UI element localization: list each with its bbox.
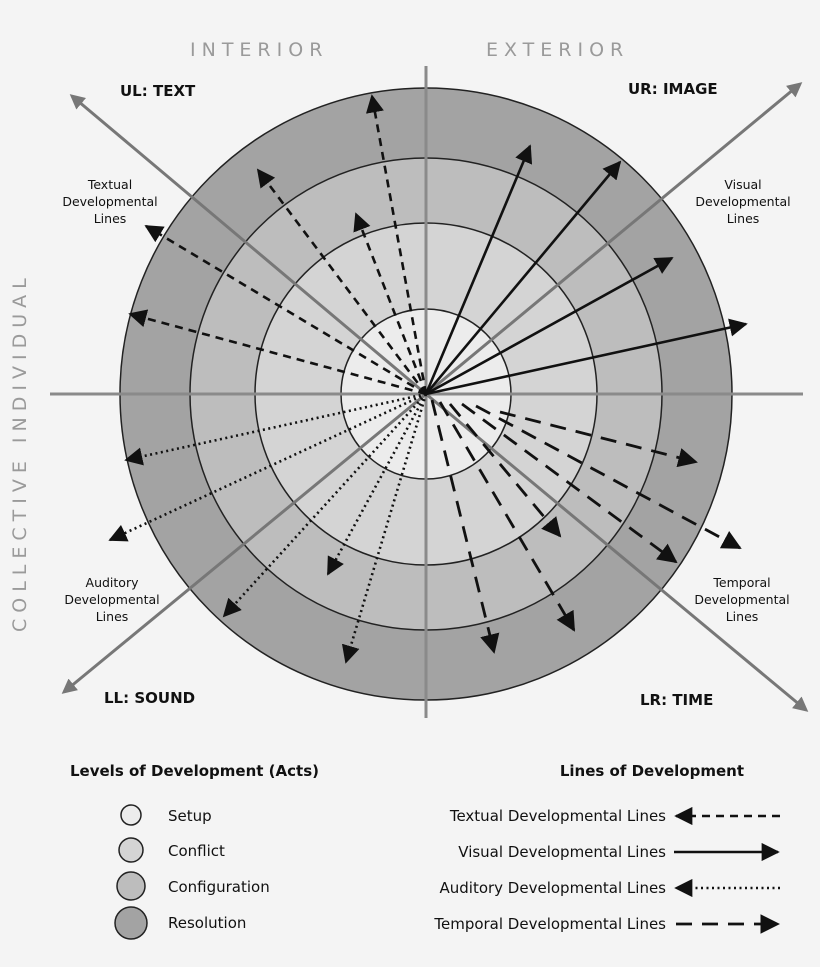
legend-configuration-swatch: [116, 871, 146, 901]
svg-text:Lines: Lines: [726, 609, 759, 624]
diagonal-lr: [425, 392, 809, 712]
quadrant-lr-label: LR: TIME: [640, 691, 713, 709]
svg-text:Temporal: Temporal: [712, 575, 770, 590]
levels-legend-title: Levels of Development (Acts): [70, 762, 319, 780]
temporal-lines-label: Temporal Developmental Lines: [694, 575, 789, 624]
auditory-lines: [108, 392, 428, 664]
legend-resolution-swatch: [114, 906, 148, 940]
legend-textual-label: Textual Developmental Lines: [449, 807, 666, 825]
exterior-label: EXTERIOR: [486, 39, 629, 61]
svg-text:Lines: Lines: [727, 211, 760, 226]
legend-configuration-label: Configuration: [168, 878, 270, 896]
legend-conflict-label: Conflict: [168, 842, 225, 860]
svg-text:Lines: Lines: [94, 211, 127, 226]
svg-text:Visual: Visual: [724, 177, 761, 192]
quadrant-ul-label: UL: TEXT: [120, 82, 196, 100]
textual-lines: [128, 94, 428, 396]
legend-temporal-label: Temporal Developmental Lines: [433, 915, 666, 933]
legend-setup-swatch: [120, 804, 142, 826]
diagonal-ul: [69, 94, 427, 396]
interior-label: INTERIOR: [190, 39, 328, 61]
visual-lines-label: Visual Developmental Lines: [695, 177, 790, 226]
diagonal-ll: [61, 392, 427, 694]
legend-visual-label: Visual Developmental Lines: [458, 843, 666, 861]
legend-auditory-label: Auditory Developmental Lines: [439, 879, 666, 897]
visual-lines: [424, 144, 748, 396]
svg-text:Auditory: Auditory: [86, 575, 140, 590]
quadrant-ll-label: LL: SOUND: [104, 689, 195, 707]
svg-text:Developmental: Developmental: [62, 194, 157, 209]
auditory-lines-label: Auditory Developmental Lines: [64, 575, 159, 624]
svg-text:Textual: Textual: [87, 177, 132, 192]
svg-text:Developmental: Developmental: [64, 592, 159, 607]
collective-individual-label: COLLECTIVE INDIVIDUAL: [9, 272, 31, 632]
quadrant-ur-label: UR: IMAGE: [628, 80, 718, 98]
svg-text:Lines: Lines: [96, 609, 129, 624]
legend-conflict-swatch: [118, 837, 144, 863]
svg-text:Developmental: Developmental: [695, 194, 790, 209]
svg-text:Developmental: Developmental: [694, 592, 789, 607]
legend-resolution-label: Resolution: [168, 914, 246, 932]
legend-setup-label: Setup: [168, 807, 212, 825]
lines-legend-title: Lines of Development: [560, 762, 744, 780]
temporal-lines: [430, 399, 742, 654]
textual-lines-label: Textual Developmental Lines: [62, 177, 157, 226]
diagonal-ur: [425, 82, 803, 396]
